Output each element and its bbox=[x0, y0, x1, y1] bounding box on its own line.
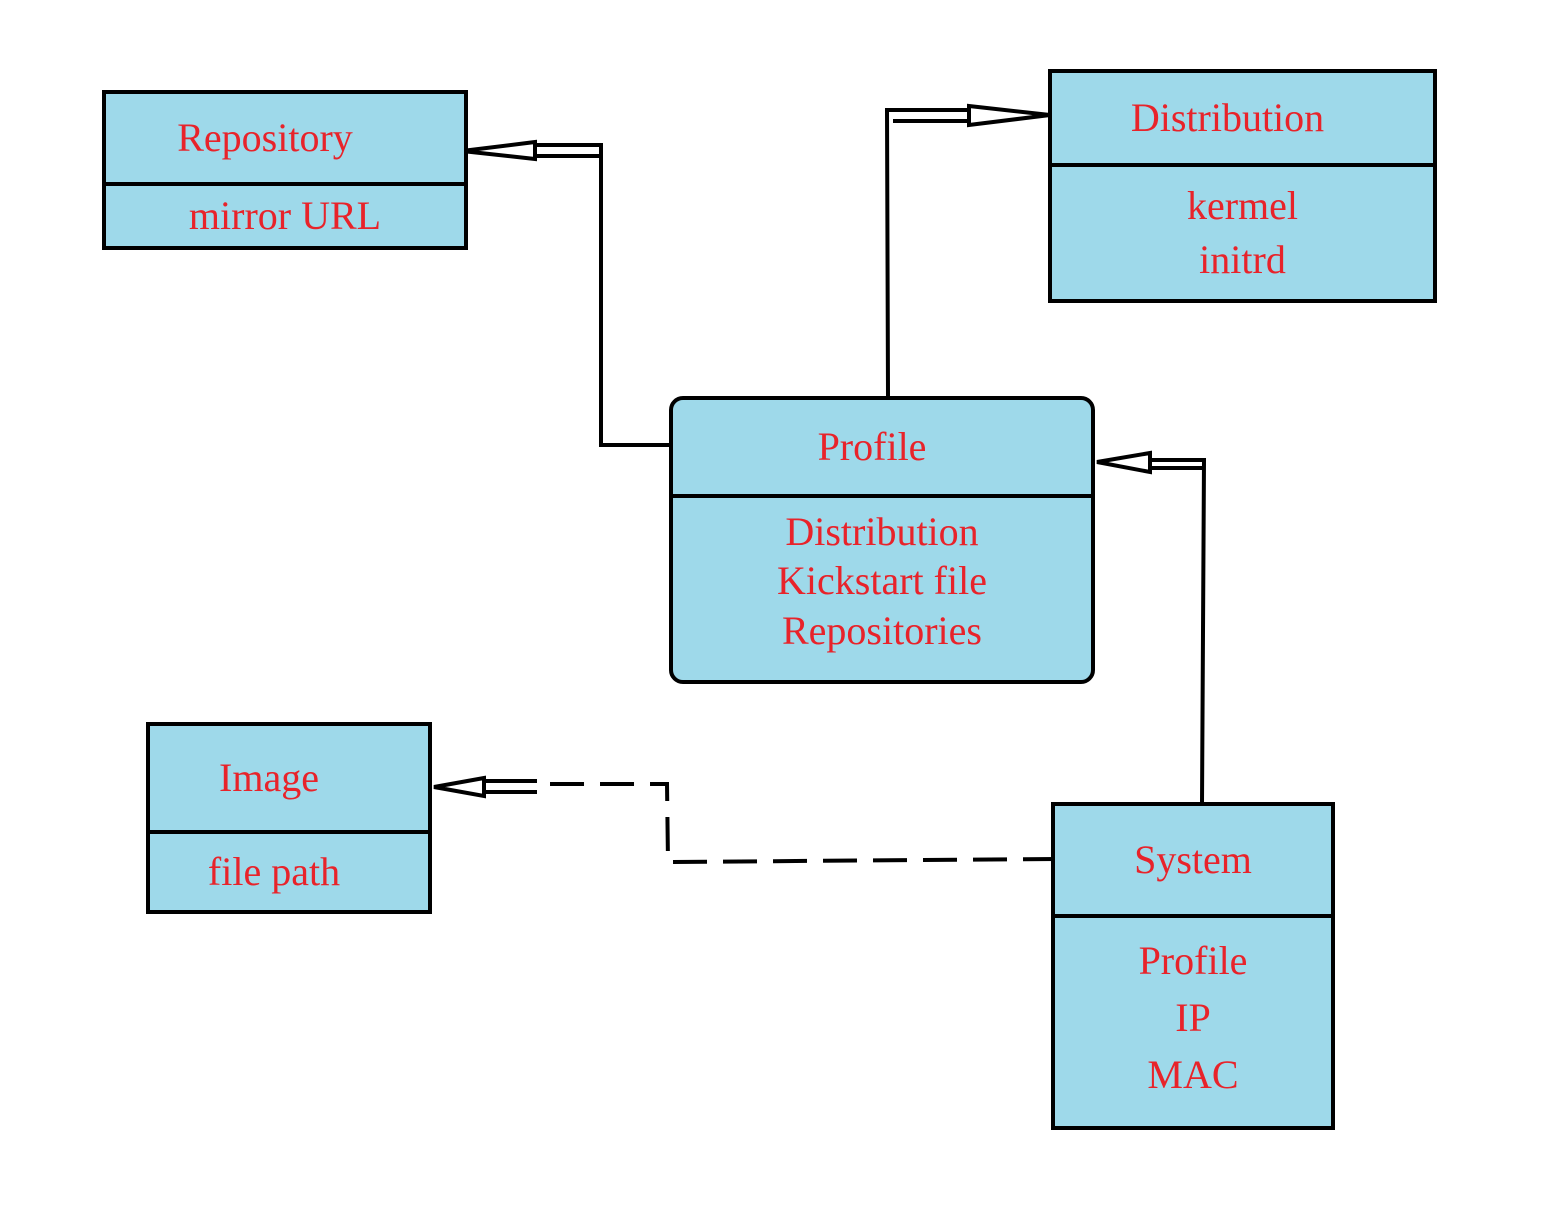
system-attributes: Profile IP MAC bbox=[1055, 918, 1331, 1126]
profile-title: Profile bbox=[817, 424, 927, 469]
distribution-entity: Distribution kermel initrd bbox=[1048, 69, 1437, 303]
image-attr-file-path: file path bbox=[207, 849, 341, 894]
profile-attr-repositories: Repositories bbox=[782, 607, 982, 653]
distribution-title: Distribution bbox=[1130, 95, 1325, 140]
distribution-attr-kernel: kermel bbox=[1186, 183, 1299, 229]
repository-attr-mirror-url: mirror URL bbox=[188, 193, 382, 238]
repository-title-row: Repository bbox=[106, 94, 464, 186]
profile-entity: Profile Distribution Kickstart file Repo… bbox=[669, 396, 1095, 684]
repository-title: Repository bbox=[177, 115, 353, 160]
connector-profile-to-distribution bbox=[884, 103, 1051, 397]
connector-system-to-profile bbox=[1096, 450, 1207, 805]
profile-attr-kickstart-file: Kickstart file bbox=[777, 558, 987, 603]
profile-title-row: Profile bbox=[673, 400, 1091, 498]
system-title: System bbox=[1134, 837, 1252, 882]
distribution-attr-initrd: initrd bbox=[1199, 236, 1286, 282]
distribution-attributes: kermel initrd bbox=[1052, 167, 1433, 299]
system-attr-profile: Profile bbox=[1138, 938, 1248, 983]
connector-system-to-image bbox=[433, 775, 1058, 865]
system-attr-ip: IP bbox=[1175, 995, 1211, 1040]
profile-attr-distribution: Distribution bbox=[785, 508, 979, 554]
image-title: Image bbox=[219, 755, 319, 800]
connector-profile-to-repository bbox=[461, 139, 670, 447]
profile-attributes: Distribution Kickstart file Repositories bbox=[673, 498, 1091, 680]
repository-attributes: mirror URL bbox=[106, 186, 464, 246]
image-title-row: Image bbox=[150, 726, 428, 834]
distribution-title-row: Distribution bbox=[1052, 73, 1433, 167]
repository-entity: Repository mirror URL bbox=[102, 90, 468, 250]
system-attr-mac: MAC bbox=[1147, 1052, 1239, 1097]
system-entity: System Profile IP MAC bbox=[1051, 802, 1335, 1130]
image-entity: Image file path bbox=[146, 722, 432, 914]
image-attributes: file path bbox=[150, 834, 428, 910]
system-title-row: System bbox=[1055, 806, 1331, 918]
